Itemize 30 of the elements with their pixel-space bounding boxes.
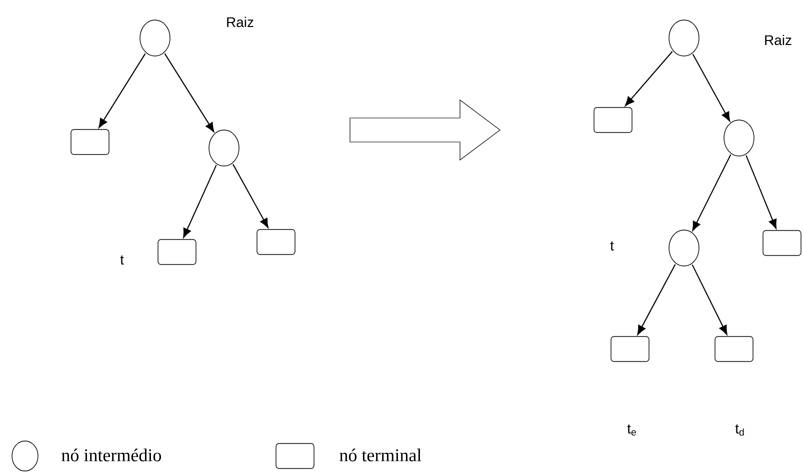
intermediate-node-circle xyxy=(724,120,754,156)
subtree-label: t xyxy=(610,241,614,251)
arrow xyxy=(692,54,730,122)
intermediate-node-circle xyxy=(668,230,700,266)
subtree-label: t xyxy=(120,255,124,265)
root-label: Raiz xyxy=(227,16,254,28)
intermediate-node-circle xyxy=(140,20,170,56)
arrow xyxy=(624,51,673,106)
intermediate-node-circle xyxy=(208,130,240,166)
arrow xyxy=(692,154,732,231)
subtree-label: t$_{e}$ xyxy=(627,424,636,436)
arrow xyxy=(637,264,676,335)
root-label: Raiz xyxy=(765,34,792,46)
terminal-node-box xyxy=(70,129,110,155)
terminal-node-box xyxy=(762,230,802,256)
arrow xyxy=(232,164,268,228)
subtree-label: t$_{d}$ xyxy=(735,424,744,436)
arrow xyxy=(692,264,728,335)
arrow xyxy=(746,155,777,229)
legend-label: nó intermédio xyxy=(62,448,161,462)
terminal-node-box xyxy=(594,107,632,133)
intermediate-node-circle xyxy=(668,20,700,56)
terminal-node-box xyxy=(158,239,196,265)
terminal-node-box xyxy=(256,229,296,255)
arrow xyxy=(98,53,146,128)
arrow xyxy=(183,164,217,238)
legend-label: nó terminal xyxy=(340,448,422,462)
terminal-node-box xyxy=(714,336,754,362)
arrow xyxy=(164,53,214,132)
terminal-node-box xyxy=(610,336,650,362)
